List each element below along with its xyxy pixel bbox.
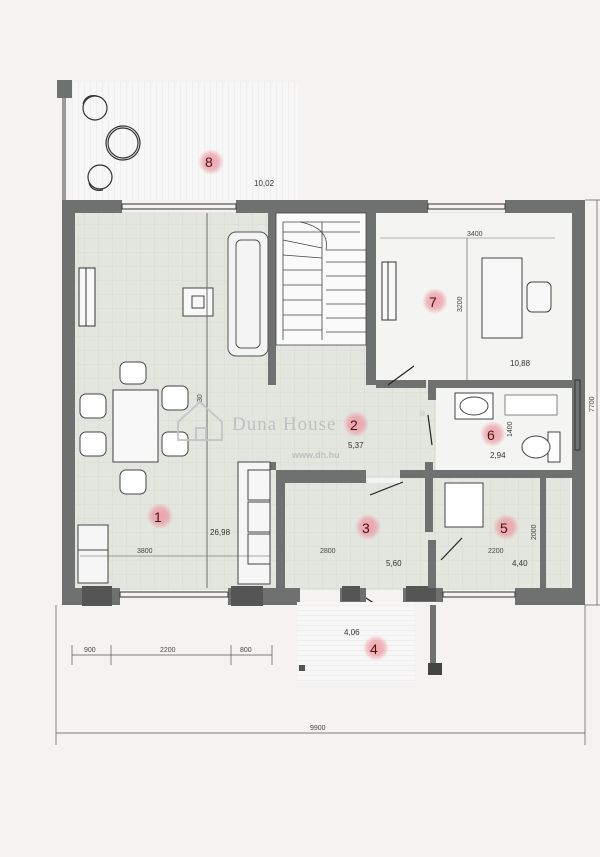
interior-dimensions: 3800 2800 2200 3400 3200 1400 2000 30 xyxy=(137,231,538,555)
entry-marker xyxy=(299,665,305,671)
terrace-deck xyxy=(72,82,298,200)
house-logo-icon xyxy=(177,400,223,441)
room-4-number: 4 xyxy=(370,641,378,657)
living-depth: 30 xyxy=(197,394,204,402)
room-4-area: 4,06 xyxy=(344,628,360,637)
room-1-area: 26,98 xyxy=(210,528,231,537)
radiator-icon xyxy=(78,267,96,327)
exterior-dimensions: 900 2200 800 9900 7700 xyxy=(84,396,596,732)
room-6-number: 6 xyxy=(487,427,495,443)
sofa-icon xyxy=(227,231,269,357)
dim-segment-1: 900 xyxy=(84,647,96,654)
stair-icon xyxy=(275,212,367,346)
room-6-area: 2,94 xyxy=(490,451,506,460)
room-5-width: 2200 xyxy=(488,548,504,555)
room-markers xyxy=(147,149,519,661)
room-2-number: 2 xyxy=(350,417,358,433)
room-7-width: 3400 xyxy=(467,231,483,238)
room-1-width: 3800 xyxy=(137,548,153,555)
room-3-number: 3 xyxy=(362,520,370,536)
window-frames xyxy=(119,203,581,598)
overall-depth: 7700 xyxy=(589,396,596,412)
table-icon xyxy=(105,125,141,161)
room-5-number: 5 xyxy=(500,520,508,536)
room-areas: 10,02 26,98 5,37 5,60 4,06 4,40 2,94 10,… xyxy=(210,179,531,637)
overall-width: 9900 xyxy=(310,725,326,732)
room-6-depth: 1400 xyxy=(507,421,514,437)
room-8-number: 8 xyxy=(205,154,213,170)
room-5-depth: 2000 xyxy=(531,524,538,540)
terrace-post xyxy=(57,80,72,98)
exterior-walls xyxy=(62,200,585,605)
room-7-area: 10,88 xyxy=(510,359,531,368)
wardrobe-icon xyxy=(444,482,484,528)
watermark-url: www.dh.hu xyxy=(291,450,340,460)
kitchen-counter-icon xyxy=(77,461,271,585)
entry-post-base xyxy=(428,663,442,675)
dim-segment-3: 800 xyxy=(240,647,252,654)
entry-post xyxy=(430,605,436,665)
registered-mark-icon: ® xyxy=(420,410,426,418)
doorway-gaps xyxy=(366,478,400,483)
table-icon xyxy=(112,389,159,463)
radiator-icon xyxy=(381,261,397,321)
room-3-area: 5,60 xyxy=(386,559,402,568)
toilet-icon xyxy=(521,431,561,463)
sink-icon xyxy=(454,392,494,420)
watermark-brand: Duna House xyxy=(232,414,336,435)
room-8-area: 10,02 xyxy=(254,179,275,188)
room-7-depth: 3200 xyxy=(457,296,464,312)
chair-icon xyxy=(82,95,108,121)
entry-step xyxy=(297,602,415,682)
chair-icon xyxy=(87,164,113,191)
room-1-number: 1 xyxy=(154,509,162,525)
chair-icon xyxy=(79,361,189,495)
watermark: Duna House ® www.dh.hu xyxy=(177,400,426,460)
room-numbers: 8 1 2 3 4 5 6 7 xyxy=(154,154,508,657)
desk-icon xyxy=(481,257,552,339)
dim-segment-2: 2200 xyxy=(160,647,176,654)
dimension-lines xyxy=(55,199,600,745)
room-2-area: 5,37 xyxy=(348,441,364,450)
fireplace-icon xyxy=(182,287,214,317)
shelf xyxy=(504,394,558,416)
room-5-area: 4,40 xyxy=(512,559,528,568)
room-3-width: 2800 xyxy=(320,548,336,555)
room-7-number: 7 xyxy=(429,294,437,310)
terrace-rail xyxy=(62,98,66,200)
pillars xyxy=(82,586,436,606)
